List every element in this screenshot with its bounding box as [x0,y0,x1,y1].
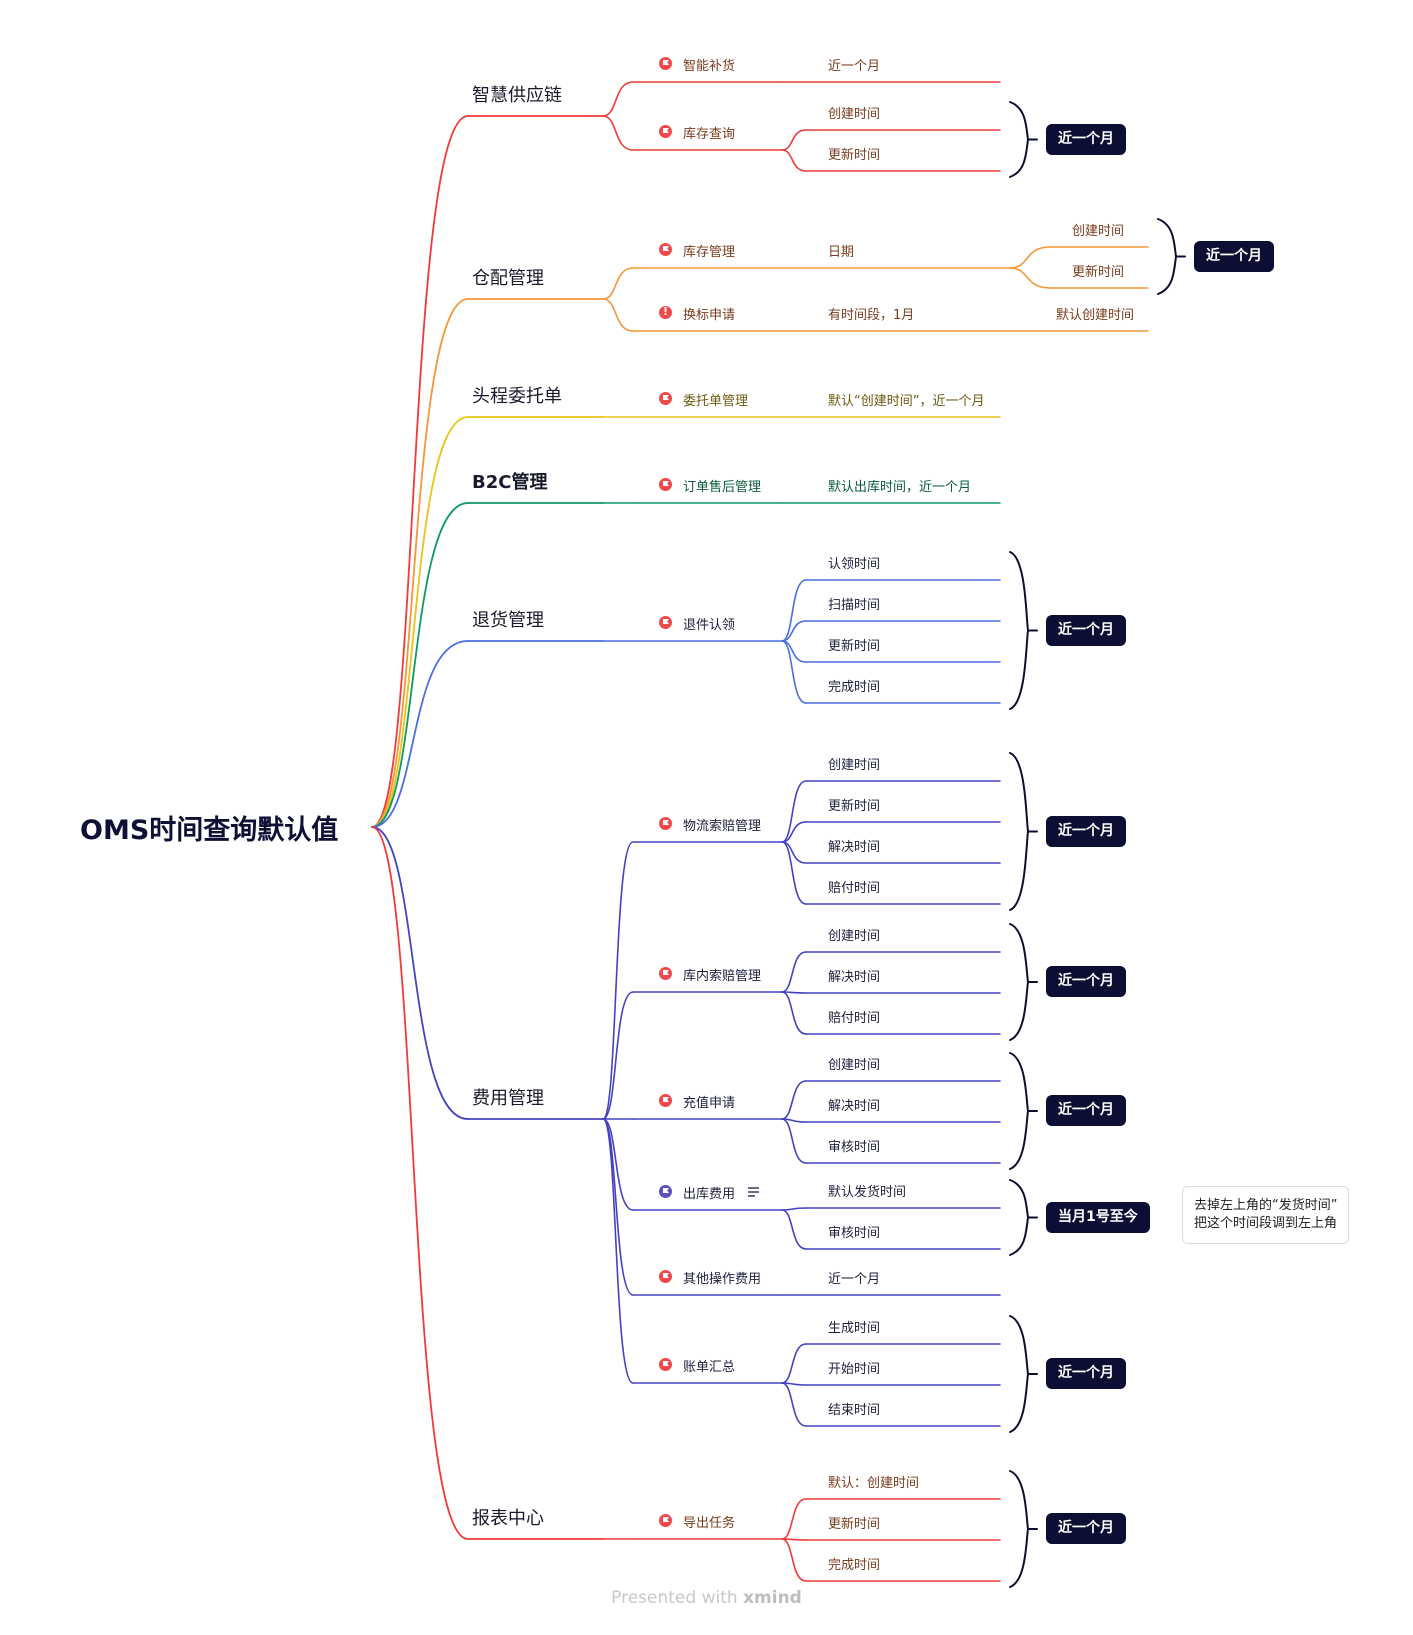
field-label: 默认发货时间 [828,1185,907,1200]
field-label: 开始时间 [828,1362,881,1377]
flag-icon [659,616,672,629]
note-line: 去掉左上角的“发货时间” [1194,1197,1338,1213]
field-label: 完成时间 [828,1558,881,1573]
value-label: 默认“创建时间”，近一个月 [828,394,985,409]
value-label: 默认出库时间，近一个月 [828,480,972,495]
range-badge[interactable]: 近一个月 [1046,815,1126,847]
range-badge[interactable]: 近一个月 [1046,1513,1126,1544]
notes-icon [748,1187,759,1199]
flag-icon [659,1270,672,1283]
subtopic-label[interactable]: 订单售后管理 [683,480,762,495]
root-topic[interactable]: OMS时间查询默认值 [80,815,339,846]
field-label: 解决时间 [828,970,881,985]
field-label: 认领时间 [828,557,881,572]
subtopic-label[interactable]: 库存查询 [683,127,736,142]
field-label: 结束时间 [828,1403,881,1418]
range-badge[interactable]: 近一个月 [1046,614,1126,646]
subtopic-label[interactable]: 换标申请 [683,308,736,323]
range-badge[interactable]: 近一个月 [1046,1095,1126,1126]
subtopic-label[interactable]: 出库费用 [683,1187,736,1202]
field-label: 赔付时间 [828,881,881,896]
subtopic-label[interactable]: 其他操作费用 [683,1272,762,1287]
range-badge[interactable]: 近一个月 [1046,123,1126,155]
note-line: 把这个时间段调到左上角 [1194,1215,1338,1231]
branch-topic[interactable]: 智慧供应链 [472,85,562,106]
branch-topic[interactable]: 头程委托单 [472,386,562,407]
flag-icon [659,125,672,138]
range-badge[interactable]: 近一个月 [1046,1358,1126,1389]
flag-icon [659,478,672,491]
subtopic-label[interactable]: 智能补货 [683,59,736,74]
field-label: 更新时间 [1072,265,1125,280]
flag-icon [659,817,672,830]
field-label: 解决时间 [828,1099,881,1114]
field-label: 更新时间 [828,148,881,163]
range-badge[interactable]: 近一个月 [1194,240,1274,272]
field-label: 创建时间 [828,107,881,122]
subtopic-label[interactable]: 账单汇总 [683,1360,736,1375]
field-label: 生成时间 [828,1321,881,1336]
branch-topic[interactable]: 报表中心 [472,1508,544,1529]
field-label: 创建时间 [828,929,881,944]
range-badge[interactable]: 近一个月 [1046,966,1126,997]
comment-note[interactable]: 去掉左上角的“发货时间” 把这个时间段调到左上角 [1182,1185,1350,1244]
footer-watermark: Presented with xmind [611,1588,802,1608]
value-label: 近一个月 [828,59,881,74]
field-label: 创建时间 [828,758,881,773]
flag-icon [659,967,672,980]
range-badge[interactable]: 当月1号至今 [1046,1201,1150,1233]
flag-icon [659,1185,672,1198]
field-label: 完成时间 [828,680,881,695]
subtopic-label[interactable]: 委托单管理 [683,394,749,409]
value-label: 有时间段，1月 [828,308,915,323]
flag-icon [659,1514,672,1527]
field-label: 更新时间 [828,799,881,814]
value-label: 近一个月 [828,1272,881,1287]
alert-icon [659,305,672,319]
subtopic-label[interactable]: 充值申请 [683,1096,736,1111]
flag-icon [659,1094,672,1107]
field-label: 创建时间 [828,1058,881,1073]
field-label: 审核时间 [828,1140,881,1155]
field-label: 更新时间 [828,1517,881,1532]
field-label: 解决时间 [828,840,881,855]
value-label: 日期 [828,245,855,260]
subtopic-label[interactable]: 导出任务 [683,1516,736,1531]
flag-icon [659,57,672,70]
field-label: 默认：创建时间 [828,1476,920,1491]
branch-topic[interactable]: B2C管理 [472,472,548,493]
field-label: 审核时间 [828,1226,881,1241]
subtopic-label[interactable]: 库存管理 [683,245,736,260]
branch-topic[interactable]: 退货管理 [472,610,544,631]
field-label: 赔付时间 [828,1011,881,1026]
subtopic-label[interactable]: 物流索赔管理 [683,819,762,834]
extra-label: 默认创建时间 [1056,308,1135,323]
field-label: 扫描时间 [828,598,881,613]
subtopic-label[interactable]: 退件认领 [683,618,736,633]
branch-topic[interactable]: 仓配管理 [472,268,544,289]
subtopic-label[interactable]: 库内索赔管理 [683,969,762,984]
flag-icon [659,392,672,405]
flag-icon [659,1358,672,1371]
field-label: 更新时间 [828,639,881,654]
flag-icon [659,243,672,256]
branch-topic[interactable]: 费用管理 [472,1088,544,1109]
field-label: 创建时间 [1072,224,1125,239]
